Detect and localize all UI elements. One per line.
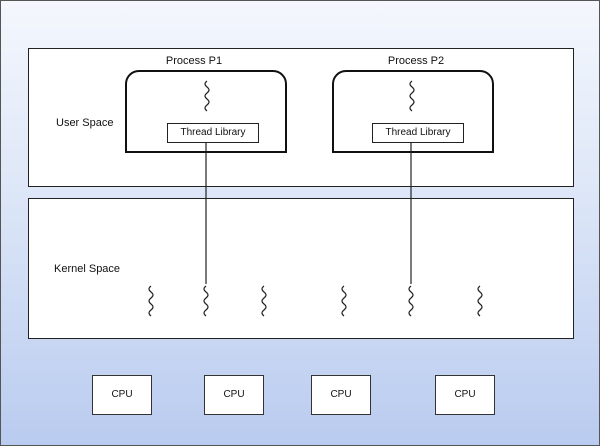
cpu-box-4: CPU [435, 375, 495, 415]
user-space-label: User Space [56, 117, 114, 129]
cpu-box-2: CPU [204, 375, 264, 415]
thread-library-p1: Thread Library [167, 123, 259, 143]
cpu-box-3: CPU [311, 375, 371, 415]
kernel-space-panel [28, 198, 574, 339]
process-p1-title: Process P1 [165, 55, 223, 67]
cpu-box-1: CPU [92, 375, 152, 415]
thread-library-p2: Thread Library [372, 123, 464, 143]
process-p2-title: Process P2 [387, 55, 445, 67]
kernel-space-label: Kernel Space [54, 263, 121, 275]
